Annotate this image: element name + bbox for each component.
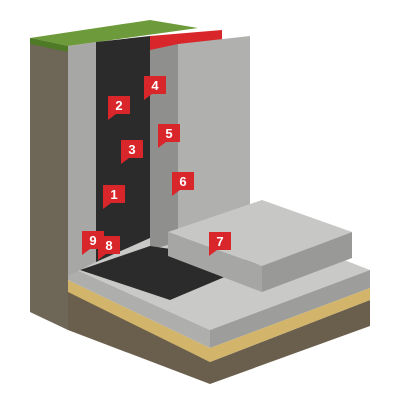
marker-3-label: 3 [128,142,136,157]
marker-3[interactable]: 3 [121,140,143,164]
marker-7-label: 7 [216,234,224,249]
structural-wall-side [150,44,178,250]
soil-block-face [30,38,68,330]
marker-1[interactable]: 1 [103,185,125,209]
marker-2[interactable]: 2 [108,96,130,120]
concrete-subbase-edge [68,266,210,348]
lean-concrete-wall [68,42,96,276]
floor-slab-side [262,232,352,292]
marker-2-label: 2 [115,98,123,113]
floor-slab-front [168,232,262,292]
marker-6-label: 6 [179,174,187,189]
sand-layer [68,280,370,362]
grass-top [30,20,198,46]
grass-edge [30,38,68,52]
marker-9-label: 9 [89,233,97,248]
marker-4[interactable]: 4 [144,76,166,100]
structural-wall-front [178,36,250,242]
concrete-subbase-edge-right [210,270,370,348]
marker-5-label: 5 [165,126,173,141]
marker-6[interactable]: 6 [172,172,194,196]
floor-slab-top [168,200,352,266]
marker-7[interactable]: 7 [209,232,231,256]
marker-1-label: 1 [110,187,118,202]
marker-8-label: 8 [105,238,113,253]
marker-5[interactable]: 5 [158,124,180,148]
soil-bottom [68,290,370,384]
marker-4-label: 4 [151,78,159,93]
marker-9[interactable]: 9 [82,231,104,255]
